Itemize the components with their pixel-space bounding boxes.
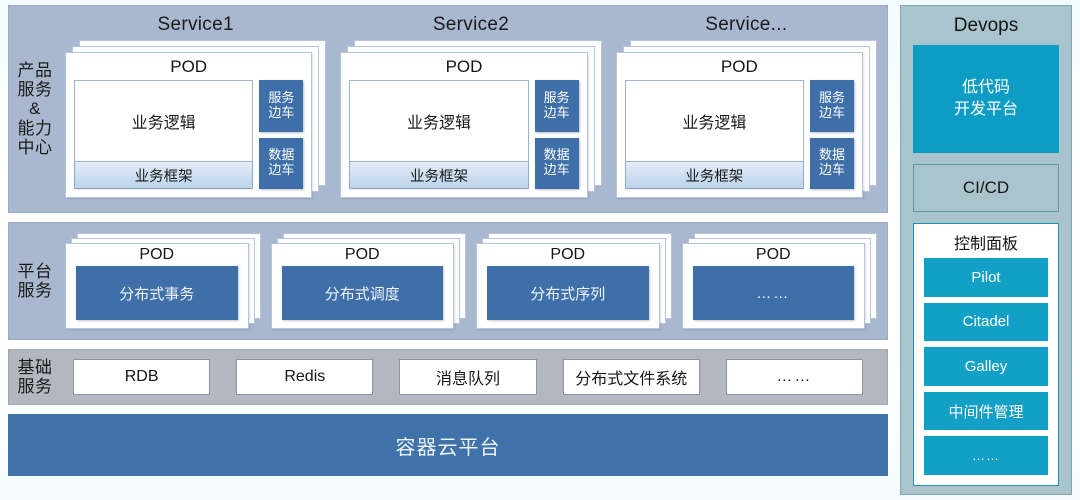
pod-label: POD <box>445 57 483 76</box>
platform-pod-4[interactable]: POD …… <box>681 233 877 329</box>
business-column: 业务逻辑 业务框架 <box>624 80 804 189</box>
service-sidecar-box: 服务 边车 <box>259 80 304 132</box>
control-panel-items: Pilot Citadel Galley 中间件管理 …… <box>924 258 1048 477</box>
control-panel: 控制面板 Pilot Citadel Galley 中间件管理 …… <box>913 223 1059 486</box>
service-group-1-pod-stack: POD 业务逻辑 业务框架 服务 边车 数据 边车 <box>65 40 327 198</box>
control-panel-item-galley[interactable]: Galley <box>924 347 1048 386</box>
pod-card[interactable]: POD 分布式事务 <box>65 243 249 329</box>
control-panel-item-middleware-management[interactable]: 中间件管理 <box>924 391 1048 431</box>
platform-pod-1-name: 分布式事务 <box>76 266 238 320</box>
platform-services-body: POD 分布式事务 POD 分布式调度 POD <box>61 223 887 339</box>
control-panel-item-more[interactable]: …… <box>924 436 1048 475</box>
control-panel-item-citadel[interactable]: Citadel <box>924 302 1048 342</box>
service-group-3-title: Service... <box>705 14 788 35</box>
control-panel-title: 控制面板 <box>953 236 1018 253</box>
pod-card[interactable]: POD …… <box>681 243 865 329</box>
pod-card[interactable]: POD 业务逻辑 业务框架 服务 边车 数据 边车 <box>65 52 313 198</box>
platform-pod-1[interactable]: POD 分布式事务 <box>65 233 261 329</box>
service-sidecar-box: 服务 边车 <box>809 80 854 132</box>
pod-label: POD <box>344 246 380 263</box>
infra-item-more[interactable]: …… <box>725 359 864 395</box>
service-sidecar-box: 服务 边车 <box>534 80 579 132</box>
layer-product-services-label: 产品 服务 & 能力 中心 <box>17 61 53 157</box>
main-layers-column: 产品 服务 & 能力 中心 Service1 POD 业务逻辑 <box>8 5 888 495</box>
business-framework-box: 业务框架 <box>350 161 528 188</box>
data-sidecar-box: 数据 边车 <box>809 137 854 189</box>
sidecar-column: 服务 边车 数据 边车 <box>809 80 854 189</box>
layer-infrastructure-services: 基础 服务 RDB Redis 消息队列 分布式文件系统 …… <box>8 349 888 405</box>
pod-contents: 业务逻辑 业务框架 服务 边车 数据 边车 <box>66 80 311 197</box>
business-logic-box: 业务逻辑 <box>350 81 528 161</box>
pod-card[interactable]: POD 分布式序列 <box>476 243 660 329</box>
platform-pod-3-name: 分布式序列 <box>487 266 649 320</box>
pod-card[interactable]: POD 分布式调度 <box>270 243 454 329</box>
data-sidecar-box: 数据 边车 <box>534 137 579 189</box>
pod-contents: 业务逻辑 业务框架 服务 边车 数据 边车 <box>341 80 586 197</box>
platform-pod-2[interactable]: POD 分布式调度 <box>270 233 466 329</box>
business-framework-box: 业务框架 <box>625 161 803 188</box>
control-panel-item-pilot[interactable]: Pilot <box>924 258 1048 297</box>
lowcode-platform-box[interactable]: 低代码 开发平台 <box>913 45 1059 153</box>
service-group-3-pod-stack: POD 业务逻辑 业务框架 服务 边车 数据 边车 <box>615 40 877 198</box>
sidecar-column: 服务 边车 数据 边车 <box>534 80 579 189</box>
service-group-1-title: Service1 <box>157 14 234 35</box>
pod-label: POD <box>139 246 175 263</box>
pod-label: POD <box>755 246 791 263</box>
business-column: 业务逻辑 业务框架 <box>349 80 529 189</box>
service-group-2-title: Service2 <box>432 14 510 35</box>
business-logic-box: 业务逻辑 <box>625 81 803 161</box>
pod-contents: 业务逻辑 业务框架 服务 边车 数据 边车 <box>617 80 862 197</box>
service-group-1[interactable]: Service1 POD 业务逻辑 业务框架 <box>63 10 329 204</box>
layer-platform-services: 平台 服务 POD 分布式事务 POD 分布式调度 <box>8 222 888 340</box>
platform-pod-4-name: …… <box>692 266 854 320</box>
sidecar-column: 服务 边车 数据 边车 <box>259 80 304 189</box>
service-group-2[interactable]: Service2 POD 业务逻辑 业务框架 <box>338 10 604 204</box>
platform-pod-3[interactable]: POD 分布式序列 <box>476 233 672 329</box>
layer-infrastructure-services-label: 基础 服务 <box>17 357 53 396</box>
product-services-body: Service1 POD 业务逻辑 业务框架 <box>61 6 887 212</box>
business-logic-box: 业务逻辑 <box>75 81 253 161</box>
devops-title: Devops <box>953 15 1019 36</box>
platform-pod-2-name: 分布式调度 <box>281 266 443 320</box>
pod-card[interactable]: POD 业务逻辑 业务框架 服务 边车 数据 边车 <box>615 52 863 198</box>
data-sidecar-box: 数据 边车 <box>259 137 304 189</box>
infra-item-distributed-file-system[interactable]: 分布式文件系统 <box>562 359 700 395</box>
service-group-3[interactable]: Service... POD 业务逻辑 业务框架 <box>613 10 879 204</box>
devops-column: Devops 低代码 开发平台 CI/CD 控制面板 Pilot Citadel… <box>900 5 1072 495</box>
infra-item-redis[interactable]: Redis <box>236 359 374 395</box>
infrastructure-services-body: RDB Redis 消息队列 分布式文件系统 …… <box>61 350 887 404</box>
infra-item-message-queue[interactable]: 消息队列 <box>399 359 537 395</box>
layer-platform-services-label: 平台 服务 <box>17 261 53 300</box>
infra-item-rdb[interactable]: RDB <box>73 359 211 395</box>
business-framework-box: 业务框架 <box>75 161 253 188</box>
layer-container-cloud: 容器云平台 <box>8 414 888 476</box>
business-column: 业务逻辑 业务框架 <box>74 80 254 189</box>
layer-product-services: 产品 服务 & 能力 中心 Service1 POD 业务逻辑 <box>8 5 888 213</box>
service-group-2-pod-stack: POD 业务逻辑 业务框架 服务 边车 数据 边车 <box>340 40 602 198</box>
pod-label: POD <box>170 57 208 76</box>
pod-label: POD <box>720 57 758 76</box>
pod-card[interactable]: POD 业务逻辑 业务框架 服务 边车 数据 边车 <box>340 52 588 198</box>
pod-label: POD <box>550 246 586 263</box>
cicd-box[interactable]: CI/CD <box>913 164 1059 212</box>
